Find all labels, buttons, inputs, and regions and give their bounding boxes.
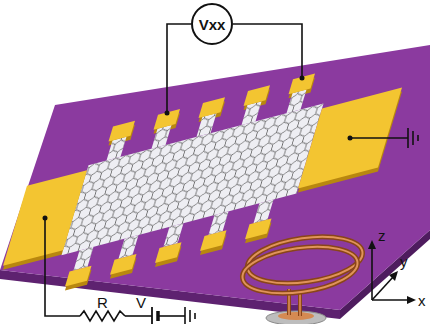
resistor-symbol <box>80 311 125 321</box>
contact-dot <box>348 136 353 141</box>
axis-label: x <box>418 293 426 308</box>
source-circuit <box>45 218 195 324</box>
voltmeter-wires <box>167 24 302 112</box>
coordinate-axes <box>368 240 416 304</box>
contact-dot <box>300 76 305 81</box>
voltmeter-circle: Vxx <box>191 3 233 45</box>
contact-dot <box>165 111 170 116</box>
axis-label: y <box>400 254 408 269</box>
graphene-sheet <box>56 84 330 276</box>
axis-label: z <box>378 228 386 243</box>
ground-symbol <box>184 307 186 324</box>
battery-plate <box>151 307 153 324</box>
coil <box>240 230 366 324</box>
substrate-top <box>0 45 430 310</box>
contact-dot <box>43 216 48 221</box>
ground-symbol <box>350 128 418 148</box>
gold-contacts <box>0 48 414 306</box>
source-label: V <box>136 295 146 310</box>
resistor-label: R <box>97 295 108 310</box>
meter-label: Vxx <box>199 17 226 32</box>
